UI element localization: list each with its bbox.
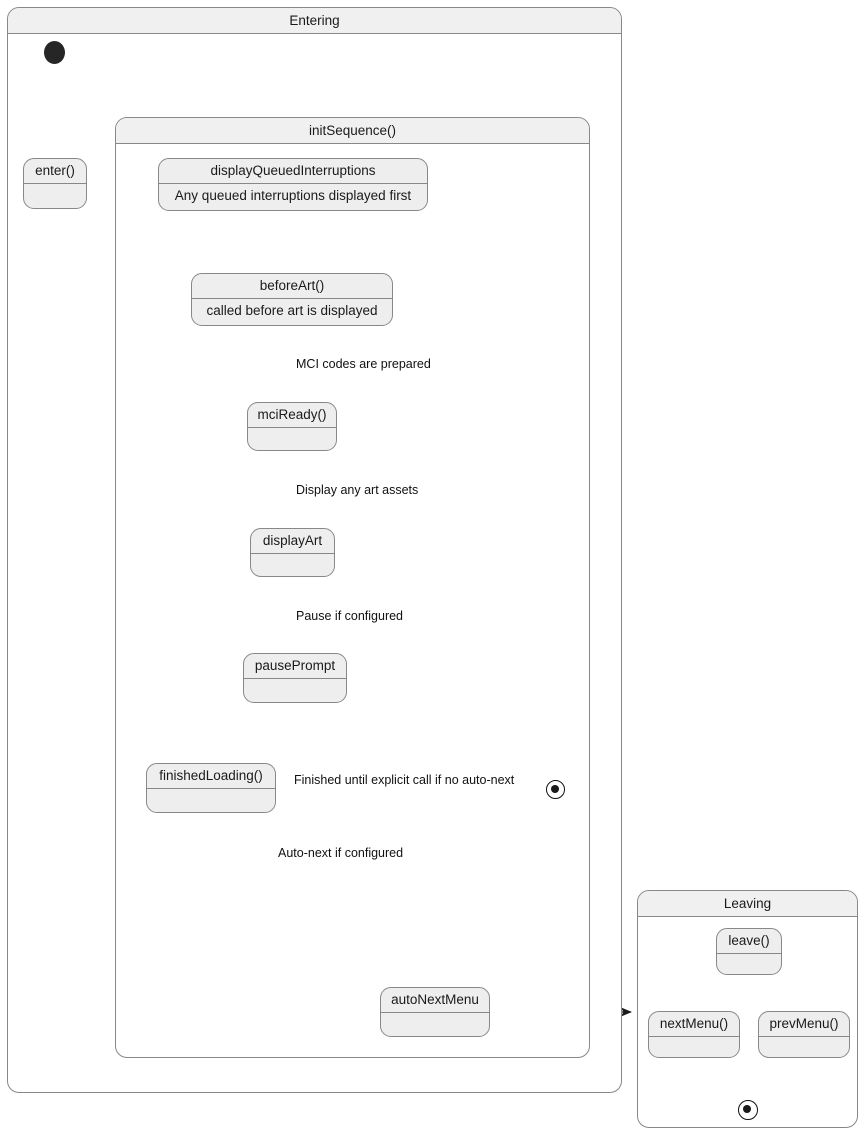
state-leave-name: leave() xyxy=(717,929,781,954)
state-display-queued-interruptions[interactable]: displayQueuedInterruptions Any queued in… xyxy=(158,158,428,211)
state-enter-name: enter() xyxy=(24,159,86,184)
state-display-queued-interruptions-name: displayQueuedInterruptions xyxy=(159,159,427,184)
composite-state-init-sequence-label: initSequence() xyxy=(116,118,589,144)
final-state-node-leaving[interactable] xyxy=(738,1100,758,1120)
transition-label-display-art-assets: Display any art assets xyxy=(296,483,419,497)
transition-label-pause-if-configured: Pause if configured xyxy=(296,609,404,623)
composite-state-init-sequence[interactable]: initSequence() xyxy=(115,117,590,1058)
state-display-queued-interruptions-body: Any queued interruptions displayed first xyxy=(174,188,412,203)
state-enter-body xyxy=(24,184,86,208)
state-pause-prompt-name: pausePrompt xyxy=(244,654,346,679)
state-pause-prompt[interactable]: pausePrompt xyxy=(243,653,347,703)
transition-label-auto-next-if-configured: Auto-next if configured xyxy=(278,846,404,860)
state-before-art-name: beforeArt() xyxy=(192,274,392,299)
state-display-art[interactable]: displayArt xyxy=(250,528,335,577)
initial-state-node[interactable] xyxy=(44,41,65,64)
state-mci-ready[interactable]: mciReady() xyxy=(247,402,337,451)
state-auto-next-menu[interactable]: autoNextMenu xyxy=(380,987,490,1037)
composite-state-leaving-label: Leaving xyxy=(638,891,857,917)
final-state-inner-dot xyxy=(743,1105,751,1113)
state-finished-loading[interactable]: finishedLoading() xyxy=(146,763,276,813)
state-leave[interactable]: leave() xyxy=(716,928,782,975)
transition-label-mci-codes-prepared: MCI codes are prepared xyxy=(296,357,431,371)
state-before-art[interactable]: beforeArt() called before art is display… xyxy=(191,273,393,326)
state-finished-loading-name: finishedLoading() xyxy=(147,764,275,789)
final-state-inner-dot xyxy=(550,784,559,793)
state-auto-next-menu-name: autoNextMenu xyxy=(381,988,489,1013)
final-state-node-entering[interactable] xyxy=(546,780,565,799)
state-next-menu-body xyxy=(649,1037,739,1057)
state-pause-prompt-body xyxy=(244,679,346,702)
state-mci-ready-body xyxy=(248,428,336,450)
state-before-art-body: called before art is displayed xyxy=(206,303,378,318)
composite-state-entering-label: Entering xyxy=(8,8,621,34)
transition-label-finished-until-explicit-call: Finished until explicit call if no auto-… xyxy=(294,773,515,787)
state-next-menu[interactable]: nextMenu() xyxy=(648,1011,740,1058)
state-enter[interactable]: enter() xyxy=(23,158,87,209)
state-auto-next-menu-body xyxy=(381,1013,489,1036)
composite-state-leaving[interactable]: Leaving xyxy=(637,890,858,1128)
state-prev-menu[interactable]: prevMenu() xyxy=(758,1011,850,1058)
state-next-menu-name: nextMenu() xyxy=(649,1012,739,1037)
state-leave-body xyxy=(717,954,781,974)
state-prev-menu-body xyxy=(759,1037,849,1057)
state-display-art-name: displayArt xyxy=(251,529,334,554)
state-mci-ready-name: mciReady() xyxy=(248,403,336,428)
state-display-art-body xyxy=(251,554,334,576)
state-prev-menu-name: prevMenu() xyxy=(759,1012,849,1037)
state-finished-loading-body xyxy=(147,789,275,812)
